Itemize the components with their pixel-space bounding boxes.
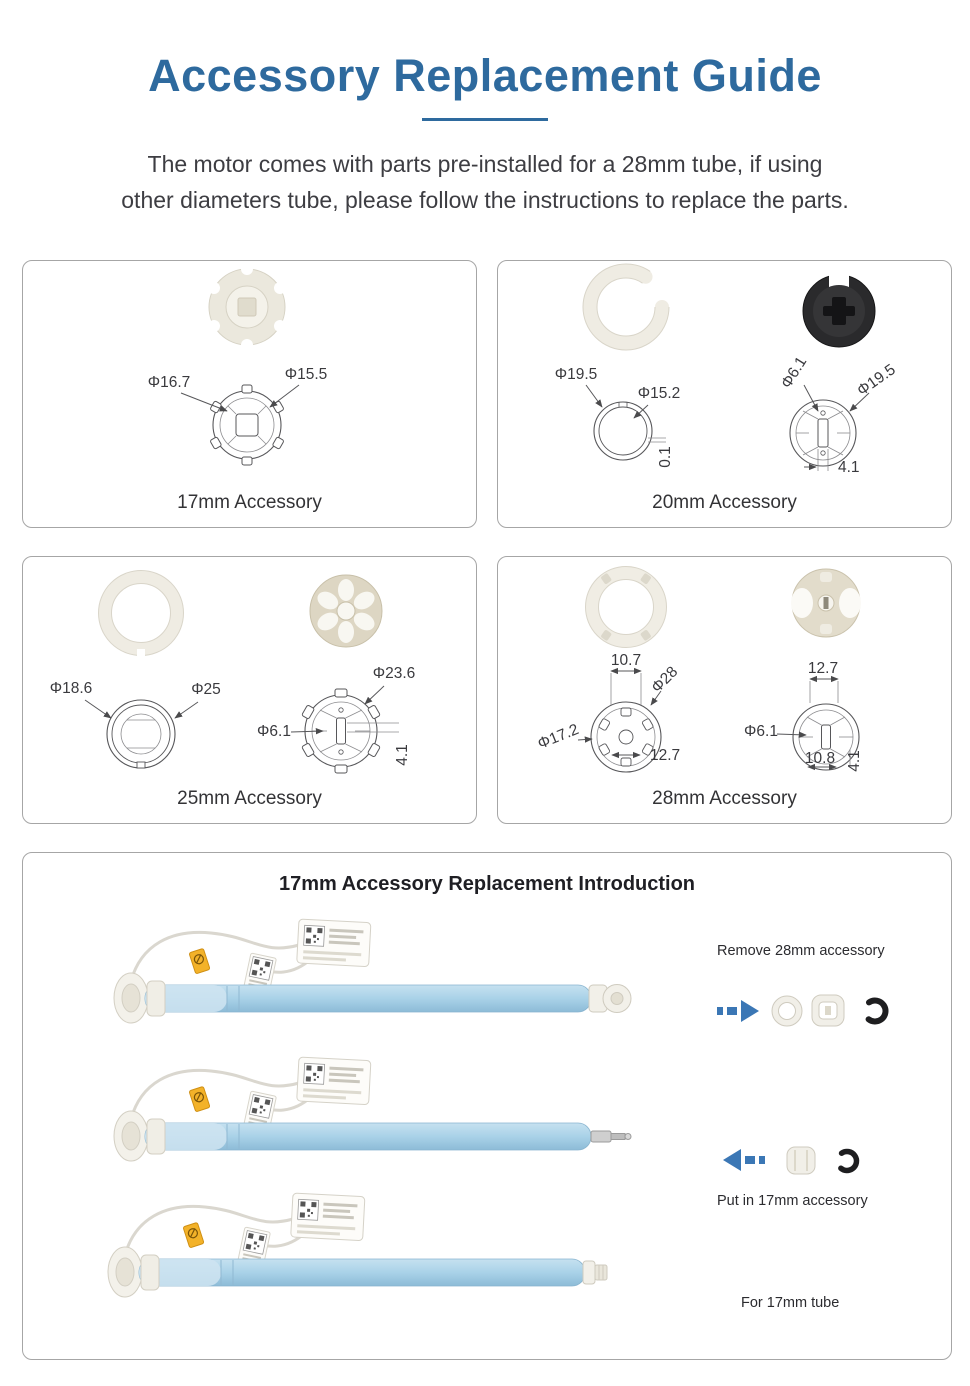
drawing-20mm-adapter <box>789 399 857 467</box>
ring-part-icon <box>771 995 803 1027</box>
drawing-25mm-ring <box>106 699 176 769</box>
drawing-17mm <box>210 384 284 466</box>
subtitle-line-1: The motor comes with parts pre-installed… <box>147 151 823 177</box>
dim-label: Φ18.6 <box>50 680 93 697</box>
arrow-right-icon <box>717 1000 759 1023</box>
panel-28mm: 10.7 Φ28 Φ17.2 12.7 12.7 Φ6.1 10.8 4 <box>497 556 952 825</box>
panel-20mm-label: 20mm Accessory <box>652 492 797 514</box>
motor-step1-image <box>101 903 632 1053</box>
dim-label: 12.7 <box>650 747 680 764</box>
panel-25mm-illustration: Φ18.6 Φ25 Φ23.6 Φ6.1 4.1 <box>50 570 416 774</box>
panel-20mm: Φ19.5 Φ15.2 0.1 Φ6.1 Φ19.5 4.1 20mm Acce… <box>497 260 952 529</box>
photo-28mm-ring <box>585 566 667 649</box>
panel-17mm-illustration: Φ16.7 Φ15.5 <box>148 263 328 466</box>
motor-28mm-end-cap <box>588 984 632 1014</box>
step1-label: Remove 28mm accessory <box>717 943 885 960</box>
panel-17mm-label: 17mm Accessory <box>177 492 322 514</box>
dim-label: 4.1 <box>394 745 411 767</box>
dim-label: 12.7 <box>808 660 838 677</box>
adapter-part-icon <box>811 994 845 1027</box>
page-subtitle: The motor comes with parts pre-installed… <box>0 147 970 218</box>
dim-label: 4.1 <box>838 459 860 476</box>
step2-label: Put in 17mm accessory <box>717 1193 868 1210</box>
photo-28mm-adapter <box>791 568 861 638</box>
page-title: Accessory Replacement Guide <box>148 50 822 101</box>
motor-step3-image <box>95 1177 608 1327</box>
step3-label: For 17mm tube <box>741 1295 840 1312</box>
c-clip-icon <box>834 1149 860 1174</box>
dim-label: Φ19.5 <box>854 361 899 399</box>
dim-label: Φ15.2 <box>638 385 681 402</box>
subtitle-line-2: other diameters tube, please follow the … <box>121 186 849 213</box>
motor-step2-image <box>101 1041 632 1191</box>
drawing-20mm-ring <box>593 401 653 461</box>
photo-17mm-adapter <box>208 263 286 352</box>
photo-25mm-adapter <box>309 574 383 648</box>
photo-25mm-ring <box>98 570 184 657</box>
dim-label: 10.7 <box>611 652 641 669</box>
intro-title: 17mm Accessory Replacement Introduction <box>278 873 696 896</box>
arrow-left-icon <box>723 1149 765 1172</box>
step2-parts-icons <box>723 1146 860 1175</box>
photo-20mm-ring <box>582 263 670 351</box>
accessory-grid: Φ16.7 Φ15.5 17mm Accessory <box>0 260 970 825</box>
motor-17mm-end-cap <box>582 1260 608 1285</box>
dim-label: Φ6.1 <box>744 723 778 740</box>
photo-20mm-adapter-black <box>802 273 876 348</box>
dim-label: 0.1 <box>657 447 674 469</box>
dim-label: Φ19.5 <box>555 366 598 383</box>
dim-label: Φ6.1 <box>778 354 810 392</box>
dim-label: Φ25 <box>191 681 221 698</box>
dim-label: Φ6.1 <box>257 723 291 740</box>
panel-25mm-label: 25mm Accessory <box>177 788 322 810</box>
motor-bare-shaft <box>590 1130 632 1143</box>
panel-28mm-label: 28mm Accessory <box>652 788 797 810</box>
dim-label: 10.8 <box>805 750 835 767</box>
adapter-17mm-part-icon <box>786 1146 816 1175</box>
drawing-25mm-adapter <box>301 688 381 774</box>
dim-label: Φ28 <box>648 664 681 697</box>
c-clip-icon <box>861 997 889 1025</box>
step1-parts-icons <box>717 994 889 1027</box>
dim-label: Φ23.6 <box>373 665 416 682</box>
panel-28mm-illustration: 10.7 Φ28 Φ17.2 12.7 12.7 Φ6.1 10.8 4 <box>535 566 863 773</box>
panel-20mm-illustration: Φ19.5 Φ15.2 0.1 Φ6.1 Φ19.5 4.1 <box>555 263 899 476</box>
dim-label: Φ16.7 <box>148 374 191 391</box>
dim-label: 4.1 <box>846 751 863 773</box>
panel-25mm: Φ18.6 Φ25 Φ23.6 Φ6.1 4.1 25mm Accessory <box>22 556 477 825</box>
dim-label: Φ15.5 <box>285 366 328 383</box>
panel-17mm: Φ16.7 Φ15.5 17mm Accessory <box>22 260 477 529</box>
title-underline <box>422 118 548 121</box>
replacement-intro-panel: 17mm Accessory Replacement Introduction <box>22 852 952 1361</box>
dim-label: Φ17.2 <box>535 721 581 753</box>
